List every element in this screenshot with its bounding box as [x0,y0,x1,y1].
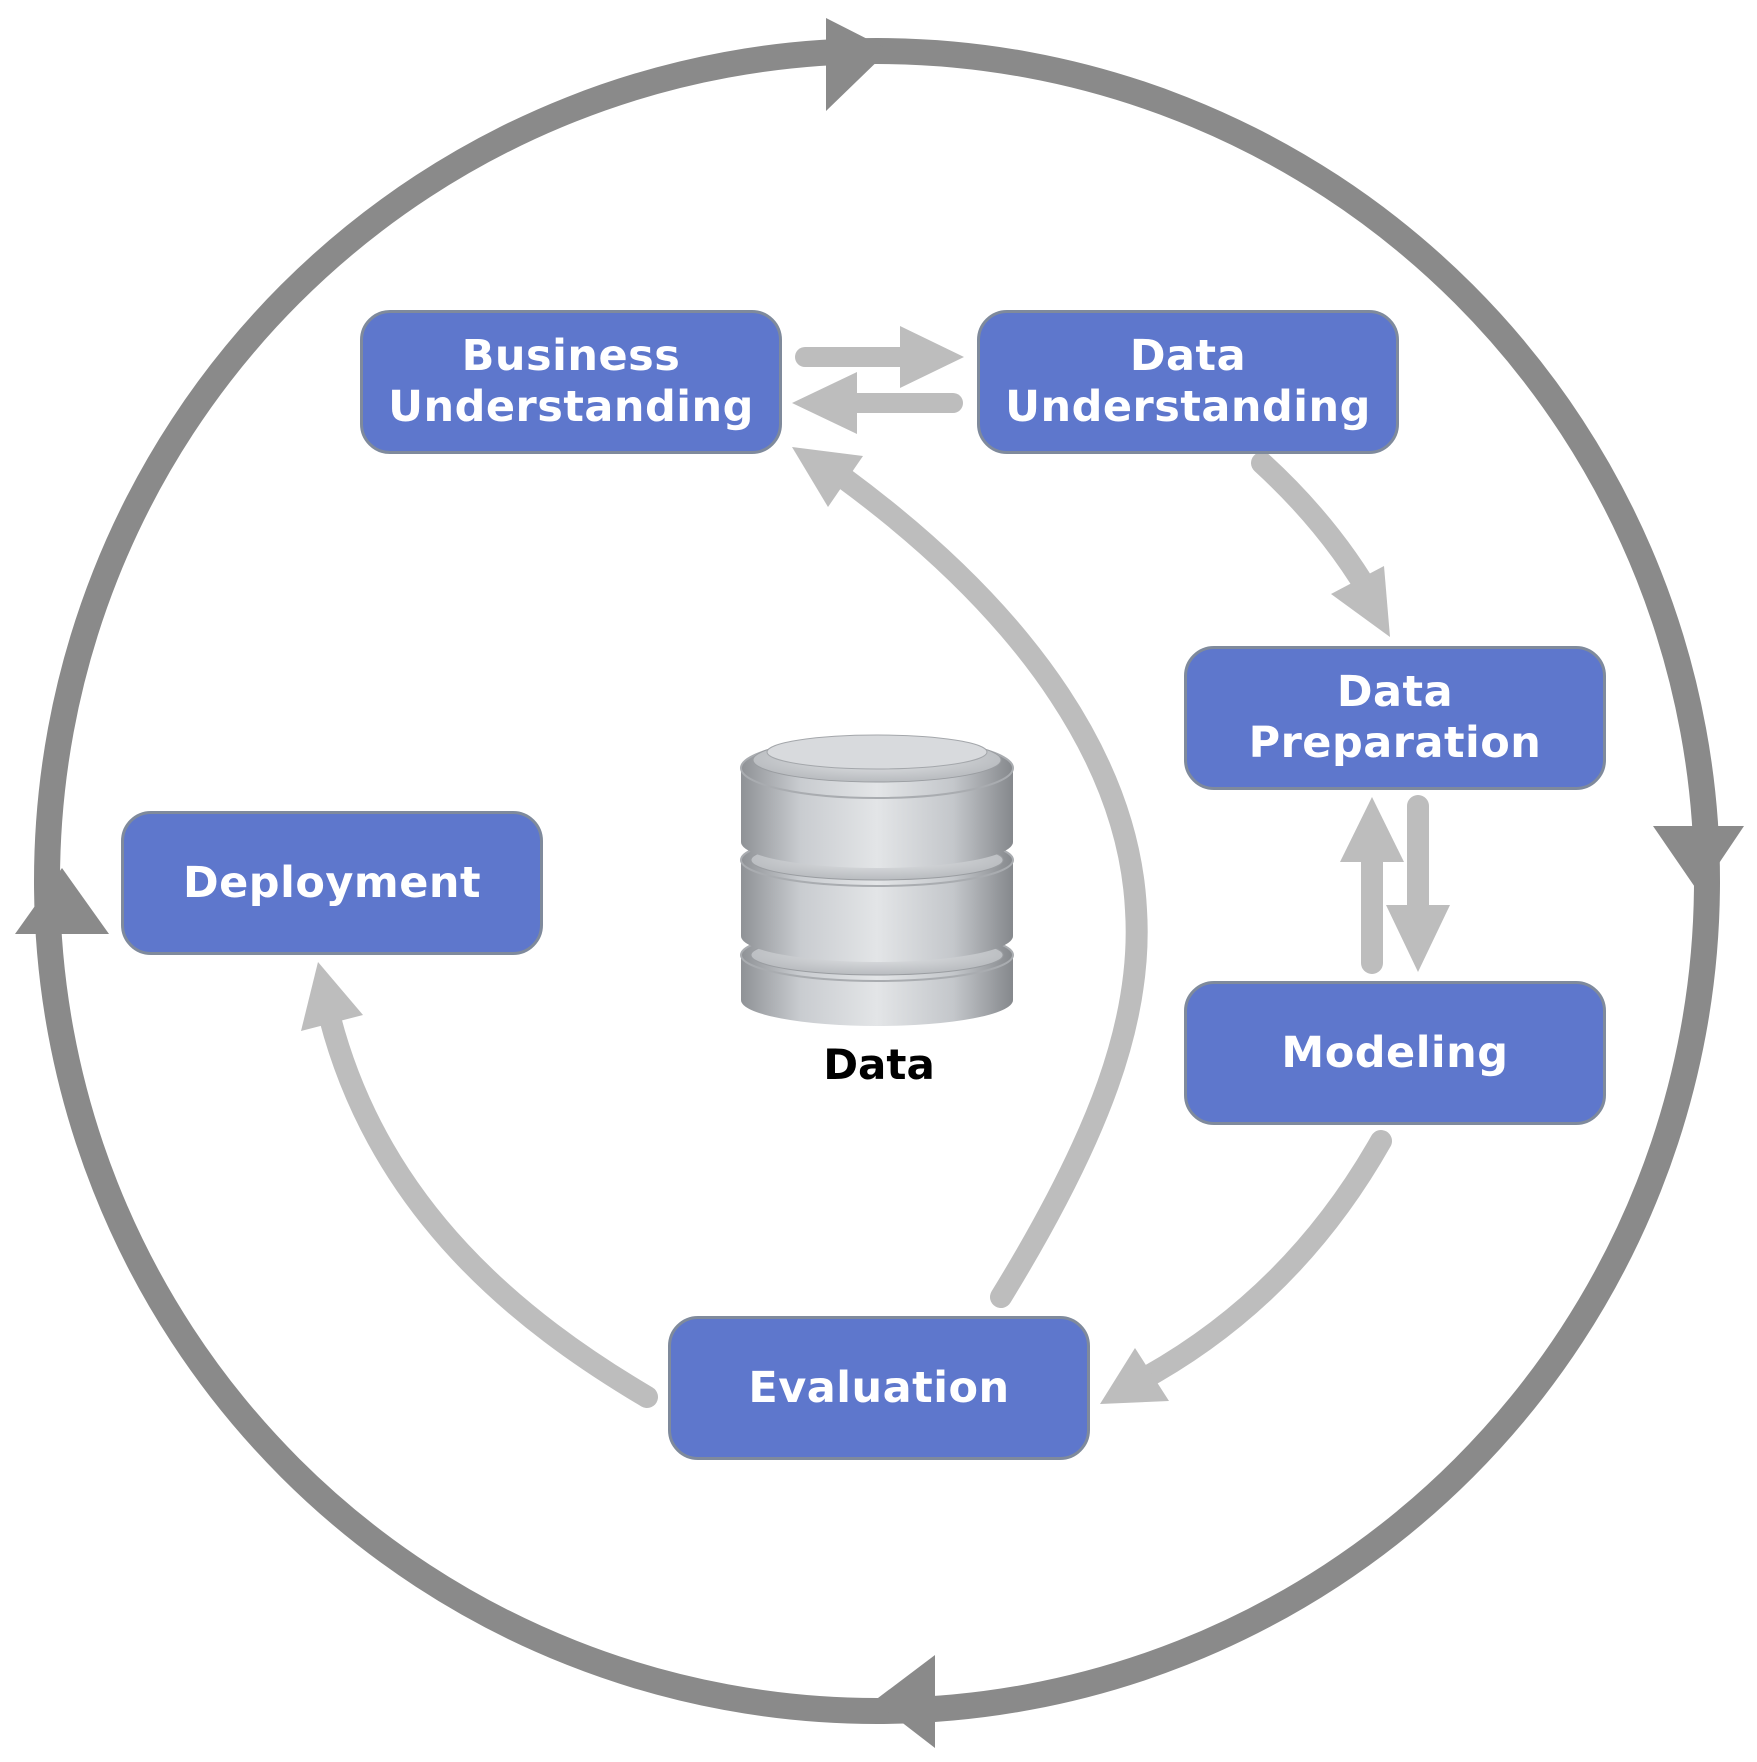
arrow-modeling-to-preparation [1340,797,1404,974]
phase-modeling-label: Modeling [1281,1027,1509,1078]
arrow-data-understanding-to-business [792,372,963,434]
phase-business-understanding-line2: Understanding [388,382,754,432]
phase-business-understanding: Business Understanding [360,310,782,454]
phase-evaluation: Evaluation [668,1316,1090,1460]
phase-modeling: Modeling [1184,981,1606,1125]
arrow-modeling-to-evaluation [1100,1130,1392,1404]
outer-arrowhead-top [826,18,889,111]
outer-arrowhead-bottom [874,1655,935,1748]
phase-data-understanding: Data Understanding [977,310,1399,454]
arrow-business-to-data-understanding [795,326,964,388]
arrow-preparation-to-modeling [1386,795,1450,972]
phase-business-understanding-line1: Business [461,331,681,382]
arrow-evaluation-to-business [792,447,1148,1308]
arrow-evaluation-to-deployment [301,962,658,1408]
phase-deployment: Deployment [121,811,543,955]
outer-arrowhead-left [15,868,109,934]
phase-data-preparation-line2: Preparation [1248,718,1542,768]
database-caption: Data [823,1040,935,1089]
phase-data-preparation: Data Preparation [1184,646,1606,790]
phase-data-understanding-line2: Understanding [1005,382,1371,432]
outer-arrowhead-right [1653,826,1744,893]
database-icon [740,734,1014,1026]
phase-evaluation-label: Evaluation [748,1362,1010,1413]
phase-data-preparation-line1: Data [1336,667,1454,718]
phase-data-understanding-line1: Data [1129,331,1247,382]
arrow-data-understanding-to-preparation [1251,452,1390,637]
outer-cycle-arrow [15,18,1744,1748]
phase-deployment-label: Deployment [182,857,482,908]
inner-flow-arrows [301,326,1450,1408]
